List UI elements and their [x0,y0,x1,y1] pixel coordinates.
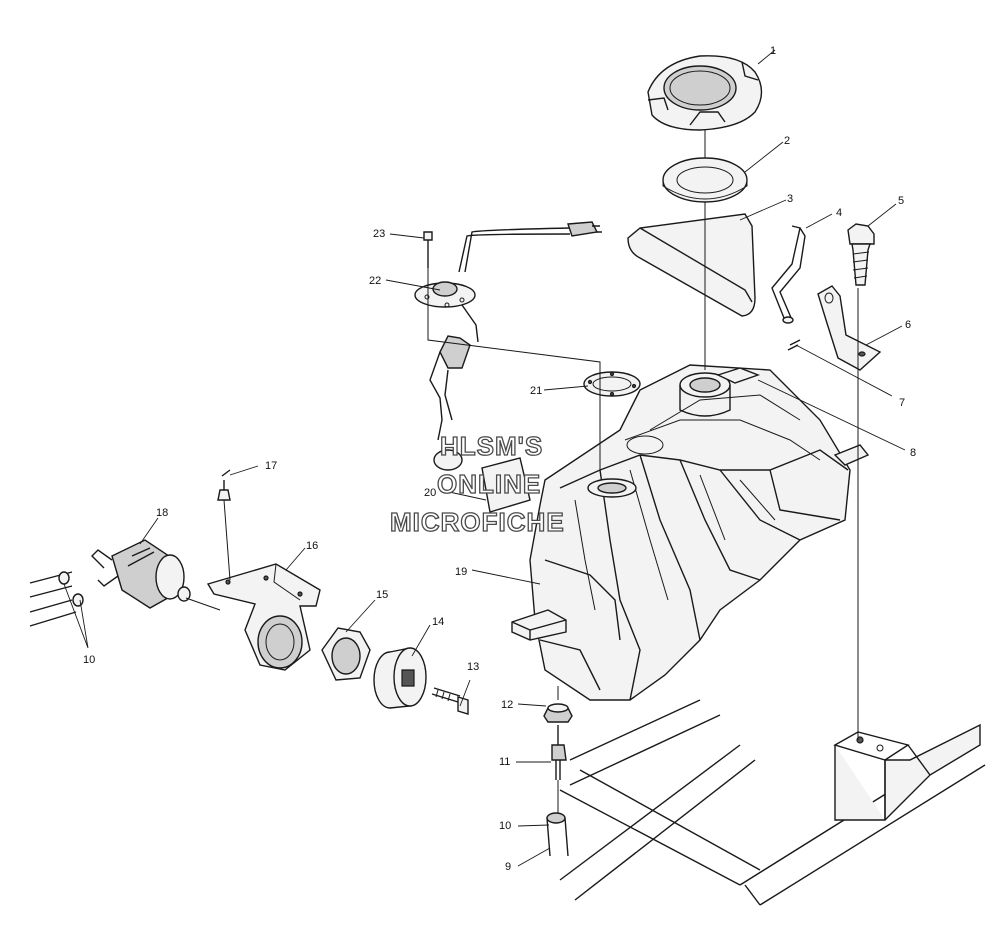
callout-18: 18 [156,507,168,519]
callout-20: 20 [424,487,436,499]
callout-2: 2 [784,135,790,147]
frame-rails [559,699,986,906]
callout-23: 23 [373,228,385,240]
cushion-bolt [431,687,469,715]
tank-pad [627,213,756,317]
callout-10-left: 10 [83,654,95,666]
callout-5: 5 [898,195,904,207]
watermark-line-1: HLSM'S [440,431,543,461]
mount-bolt [847,223,875,286]
watermark-line-2: ONLINE [437,469,541,499]
gasket-seal [662,157,748,203]
hex-nut [321,627,371,681]
fuel-cap [647,55,763,131]
callout-8: 8 [910,447,916,459]
sender-gasket [583,371,641,397]
fuel-sender [414,221,602,513]
callout-21: 21 [530,385,542,397]
callout-19: 19 [455,566,467,578]
callout-11: 11 [499,756,510,768]
callout-1: 1 [770,45,776,57]
callout-22: 22 [369,275,381,287]
callout-16: 16 [306,540,318,552]
callout-14: 14 [432,616,444,628]
watermark-line-3: MICROFICHE [390,507,565,537]
callout-9: 9 [505,861,511,873]
fuel-filter [91,539,191,609]
callout-3: 3 [787,193,793,205]
hose-clamps [29,571,84,627]
callout-6: 6 [905,319,911,331]
callout-leaders [63,49,906,867]
callout-17: 17 [265,460,277,472]
push-rivet [217,469,231,501]
assembly-lines [185,130,859,813]
vent-hose [771,225,806,324]
callout-7: 7 [899,397,905,409]
fuel-tank [511,339,870,701]
callout-15: 15 [376,589,388,601]
petcock-assembly [543,703,573,857]
rubber-cushion [373,647,427,709]
filter-bracket [206,563,321,671]
watermark: HLSM'S ONLINE MICROFICHE [389,430,565,537]
callout-labels: 1 2 3 4 5 6 7 8 9 10 11 12 13 14 15 16 1… [83,45,916,873]
callout-12: 12 [501,699,513,711]
tank-bracket [817,285,882,371]
callout-10-bottom: 10 [499,820,511,832]
callout-13: 13 [467,661,479,673]
callout-4: 4 [836,207,842,219]
